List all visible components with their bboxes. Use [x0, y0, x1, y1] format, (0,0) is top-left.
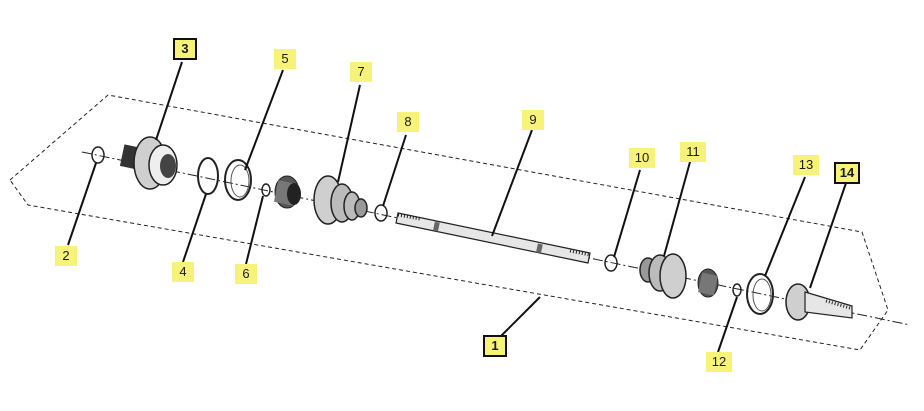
callout-4: 4	[172, 262, 194, 282]
outer-joint-housing	[119, 136, 178, 190]
callout-8: 8	[397, 112, 419, 132]
seal-ring-2-part	[746, 273, 774, 315]
callout-13: 13	[793, 155, 819, 175]
inner-race	[273, 175, 301, 209]
small-ring-2-part	[732, 283, 742, 297]
inner-clamp-ring-part	[604, 254, 618, 272]
inner-boot-part	[639, 253, 687, 299]
small-ring-part	[261, 183, 271, 197]
callout-9: 9	[522, 110, 544, 130]
assembly-outline	[9, 94, 889, 351]
seal-ring-part	[224, 159, 252, 201]
callout-12: 12	[706, 352, 732, 372]
circlip-part	[91, 146, 105, 164]
callout-10: 10	[629, 148, 655, 168]
inner-race-2	[697, 268, 719, 298]
boot-part	[313, 175, 368, 225]
callout-11: 11	[680, 142, 706, 162]
callout-5: 5	[274, 49, 296, 69]
callout-2: 2	[55, 246, 77, 266]
callout-6: 6	[235, 264, 257, 284]
snap-ring-part	[197, 157, 219, 195]
callout-3: 3	[173, 38, 197, 60]
callout-1: 1	[483, 335, 507, 357]
stub-shaft-part	[785, 283, 853, 321]
leader-lines	[67, 61, 847, 353]
drive-shaft	[395, 212, 591, 264]
callout-14: 14	[834, 162, 860, 184]
clamp-ring-part	[374, 204, 388, 222]
callout-7: 7	[350, 62, 372, 82]
